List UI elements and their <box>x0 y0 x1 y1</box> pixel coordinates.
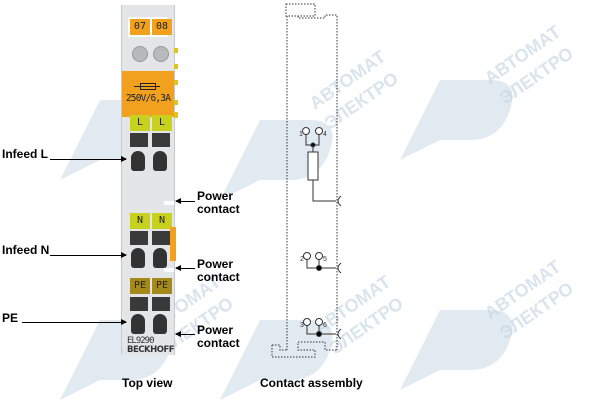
side-contact <box>170 227 176 261</box>
power-contact-label-2: Power contact <box>197 257 240 284</box>
wire-entry[interactable] <box>153 248 167 268</box>
brand-label: BECKHOFF <box>127 345 175 355</box>
fuse-rating: 250V/6,3A <box>125 93 171 104</box>
terminal-body: 07 08 250V/6,3A L L N N PE PE EL9290 BEC… <box>121 5 176 355</box>
spring-release[interactable] <box>152 297 170 311</box>
spring-release[interactable] <box>130 133 148 147</box>
pin-number: 2 <box>300 256 304 263</box>
watermark-text: ЭЛЕКТРО <box>496 43 577 108</box>
number-label: 07 <box>130 19 150 35</box>
terminal-point <box>315 318 323 326</box>
wire-entry[interactable] <box>131 248 145 268</box>
pin-number: 6 <box>323 322 327 329</box>
led-indicator <box>153 46 169 62</box>
infeed-l-label: Infeed L <box>2 147 49 161</box>
power-contact-arrow-1 <box>175 198 195 204</box>
fuse-symbol <box>307 151 319 181</box>
tag-n: N <box>152 213 172 229</box>
infeed-n-label: Infeed N <box>2 243 50 257</box>
power-contact <box>164 201 174 205</box>
tag-n: N <box>130 213 150 229</box>
side-tab <box>174 100 178 105</box>
infeed-n-arrow <box>50 252 127 258</box>
side-tab <box>174 64 178 69</box>
terminal-point <box>315 127 323 135</box>
watermark-text: ЭЛЕКТРО <box>496 278 577 343</box>
wire-entry[interactable] <box>131 314 145 334</box>
pin-number: 1 <box>299 131 303 138</box>
pin-number: 5 <box>323 256 327 263</box>
pin-number: 4 <box>323 131 327 138</box>
power-contact-symbol <box>337 328 342 340</box>
power-contact <box>164 268 174 272</box>
number-label: 08 <box>152 19 172 35</box>
housing-outline <box>271 341 337 358</box>
terminal-point <box>303 252 311 260</box>
housing-outline <box>285 3 316 17</box>
watermark-logo <box>400 310 513 390</box>
side-tab <box>174 80 178 85</box>
terminal-point <box>302 127 310 135</box>
junction-dot <box>316 265 322 271</box>
terminal-point <box>303 318 311 326</box>
wire-entry[interactable] <box>131 151 145 171</box>
wire-entry[interactable] <box>153 151 167 171</box>
pe-arrow <box>22 319 127 325</box>
tag-pe: PE <box>152 278 172 294</box>
housing-outline <box>272 344 287 351</box>
power-contact-arrow-3 <box>175 331 195 337</box>
side-tab <box>174 112 178 118</box>
spring-release[interactable] <box>152 231 170 245</box>
power-contact-symbol <box>337 195 342 207</box>
power-contact-label-1: Power contact <box>197 189 240 216</box>
spring-release[interactable] <box>152 133 170 147</box>
spring-release[interactable] <box>130 297 148 311</box>
housing-outline <box>297 14 338 350</box>
power-contact-arrow-2 <box>175 265 195 271</box>
tag-l: L <box>130 115 150 131</box>
power-contact-symbol <box>337 262 342 274</box>
watermark-text: АВТОМАТ <box>481 256 565 323</box>
model-label: EL9290 <box>127 336 154 346</box>
junction-dot <box>316 331 322 337</box>
fuse-panel: 250V/6,3A <box>122 71 174 117</box>
led-indicator <box>132 46 148 62</box>
tag-l: L <box>152 115 172 131</box>
watermark-text: АВТОМАТ <box>481 21 565 88</box>
tag-pe: PE <box>130 278 150 294</box>
power-contact-label-3: Power contact <box>197 323 240 350</box>
pin-number: 3 <box>300 322 304 329</box>
wire-entry[interactable] <box>153 314 167 334</box>
spring-release[interactable] <box>130 231 148 245</box>
caption-contact-assembly: Contact assembly <box>260 376 363 390</box>
watermark-logo <box>400 80 513 160</box>
contact-assembly-schematic: 1 4 2 5 3 6 <box>271 3 342 358</box>
caption-top-view: Top view <box>122 376 173 390</box>
pe-label: PE <box>2 311 19 325</box>
side-tab <box>174 48 178 53</box>
infeed-l-arrow <box>50 156 127 162</box>
terminal-point <box>315 252 323 260</box>
